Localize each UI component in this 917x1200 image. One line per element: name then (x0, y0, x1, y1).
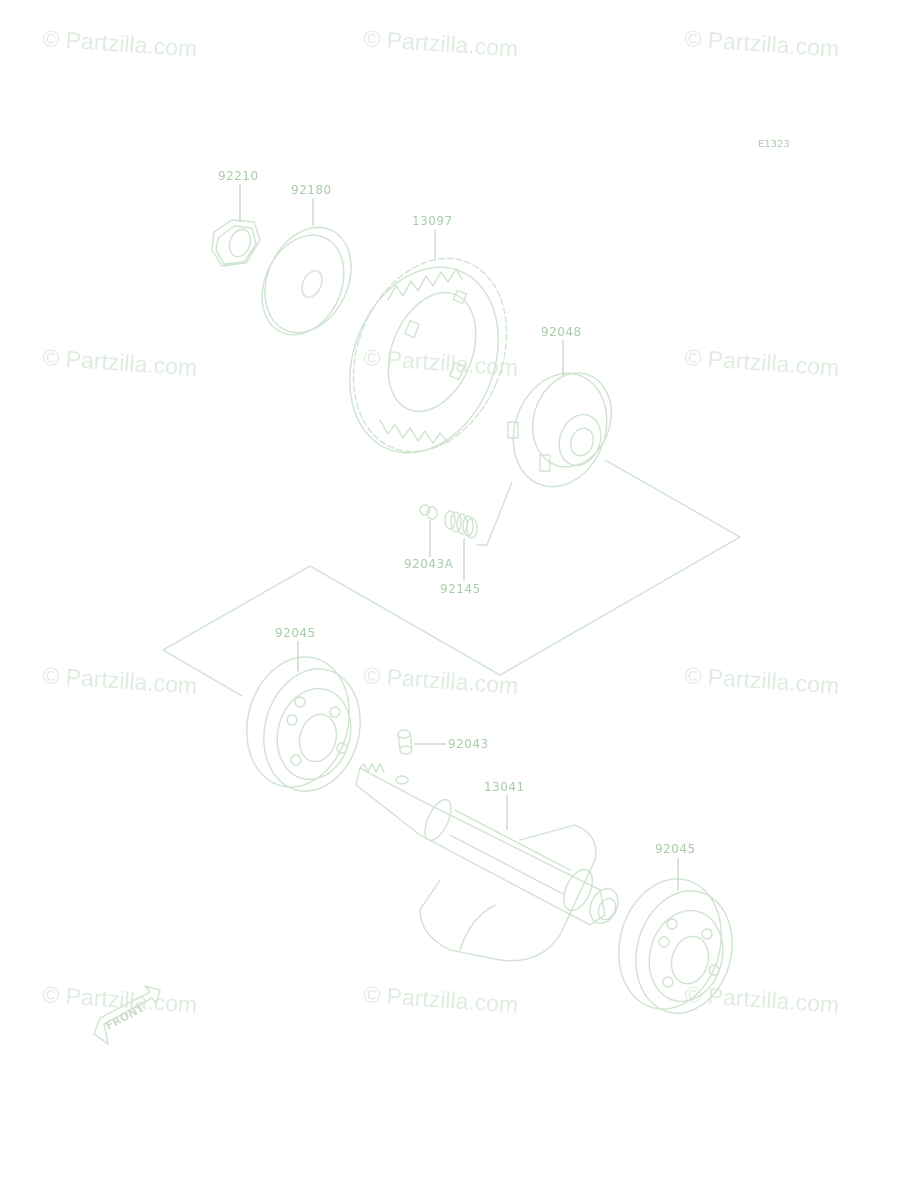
pin-92043: 92043 (397, 729, 489, 755)
watermarks: © Partzilla.com © Partzilla.com © Partzi… (42, 25, 840, 1018)
bearing-92045-bottom: 92045 (618, 842, 733, 1014)
part-label-92045-top: 92045 (275, 626, 316, 640)
watermark: © Partzilla.com (42, 344, 198, 381)
watermark: © Partzilla.com (42, 662, 198, 699)
collar-92048: 92048 (507, 325, 613, 488)
spring-92145: 92145 (440, 510, 481, 596)
part-label-92045-bottom: 92045 (655, 842, 696, 856)
watermark: © Partzilla.com (363, 662, 519, 699)
part-label-92043A: 92043A (404, 557, 454, 571)
watermark: © Partzilla.com (363, 25, 519, 62)
part-label-92048: 92048 (541, 325, 582, 339)
watermark: © Partzilla.com (684, 662, 840, 699)
gear-13097: 13097 (349, 214, 508, 454)
part-label-92145: 92145 (440, 582, 481, 596)
part-label-92210: 92210 (218, 169, 259, 183)
assembly-outline (162, 459, 741, 697)
watermark: © Partzilla.com (42, 25, 198, 62)
washer-92180: 92180 (261, 183, 352, 336)
shaft-13041: 13041 (355, 763, 619, 962)
bearing-92045-top: 92045 (246, 626, 361, 792)
part-label-13097: 13097 (412, 214, 453, 228)
diagram-code: E1323 (758, 139, 790, 150)
pin-92043A: 92043A (404, 504, 454, 571)
part-label-13041: 13041 (484, 780, 525, 794)
nut-92210: 92210 (211, 169, 261, 267)
part-label-92180: 92180 (291, 183, 332, 197)
watermark: © Partzilla.com (684, 25, 840, 62)
part-label-92043: 92043 (448, 737, 489, 751)
watermark: © Partzilla.com (684, 344, 840, 381)
watermark: © Partzilla.com (363, 981, 519, 1018)
watermark: © Partzilla.com (684, 981, 840, 1018)
